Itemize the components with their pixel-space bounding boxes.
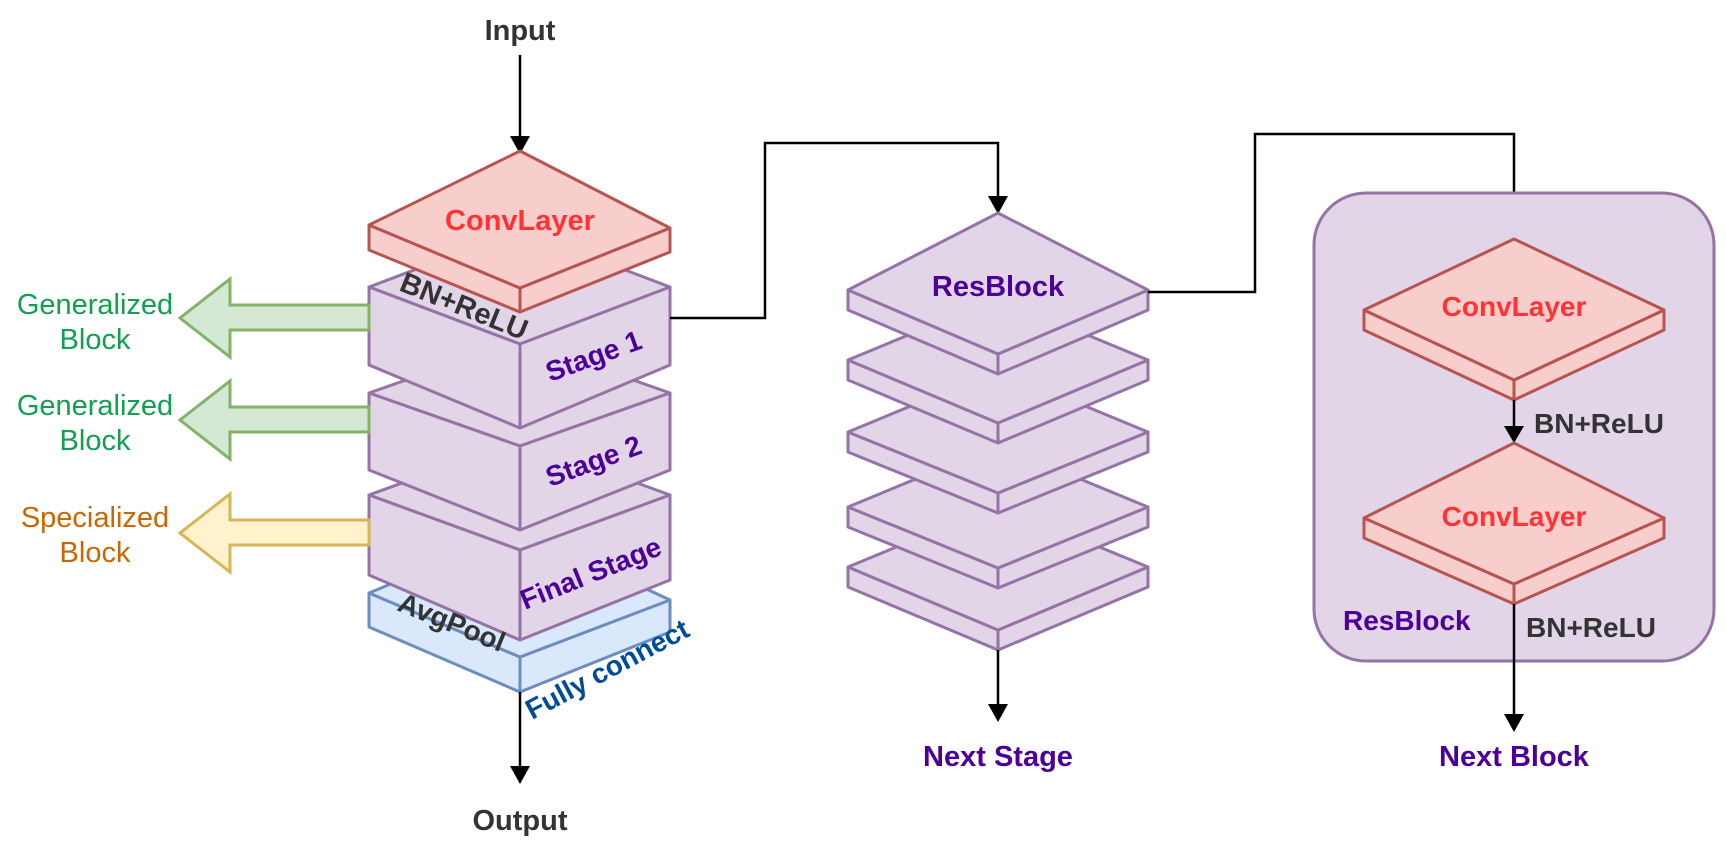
next-block-label: Next Block bbox=[1439, 741, 1590, 773]
detail-inner-arrow bbox=[1504, 400, 1524, 443]
conv-layer-detail-2-label: ConvLayer bbox=[1442, 501, 1587, 532]
input-label: Input bbox=[485, 15, 556, 47]
next-stage-label: Next Stage bbox=[923, 741, 1073, 773]
specialized-block-arrow bbox=[177, 490, 371, 576]
generalized-block-1-line1: Generalized bbox=[17, 289, 173, 321]
generalized-block-arrow-1 bbox=[177, 275, 371, 361]
output-label: Output bbox=[472, 805, 567, 837]
resblock-container-label: ResBlock bbox=[1343, 605, 1471, 636]
conv-layer-top-label: ConvLayer bbox=[445, 205, 595, 237]
input-arrow bbox=[510, 55, 530, 154]
conv-layer-top-slab bbox=[367, 149, 672, 314]
final-stage-block bbox=[367, 438, 672, 642]
conv-layer-detail-1-label: ConvLayer bbox=[1442, 291, 1587, 322]
conv-layer-detail-1-slab bbox=[1362, 237, 1666, 402]
bn-relu-bottom-label: BN+ReLU bbox=[1526, 612, 1656, 643]
next-stage-arrow bbox=[988, 650, 1008, 722]
specialized-block-line2: Block bbox=[60, 537, 131, 569]
resblock-layer-1 bbox=[846, 211, 1150, 376]
conv-layer-detail-2-slab bbox=[1362, 441, 1666, 606]
resblock-stack-label: ResBlock bbox=[932, 271, 1065, 303]
specialized-block-line1: Specialized bbox=[21, 502, 169, 534]
next-block-arrow bbox=[1504, 604, 1524, 732]
stage1-to-resblock-connector bbox=[670, 141, 1008, 320]
generalized-block-2-line1: Generalized bbox=[17, 390, 173, 422]
bn-relu-mid-label: BN+ReLU bbox=[1534, 408, 1664, 439]
generalized-block-2-line2: Block bbox=[60, 425, 131, 457]
generalized-block-1-line2: Block bbox=[60, 324, 131, 356]
resblock-stack bbox=[846, 211, 1150, 652]
output-arrow bbox=[510, 692, 530, 784]
generalized-block-arrow-2 bbox=[177, 377, 371, 463]
